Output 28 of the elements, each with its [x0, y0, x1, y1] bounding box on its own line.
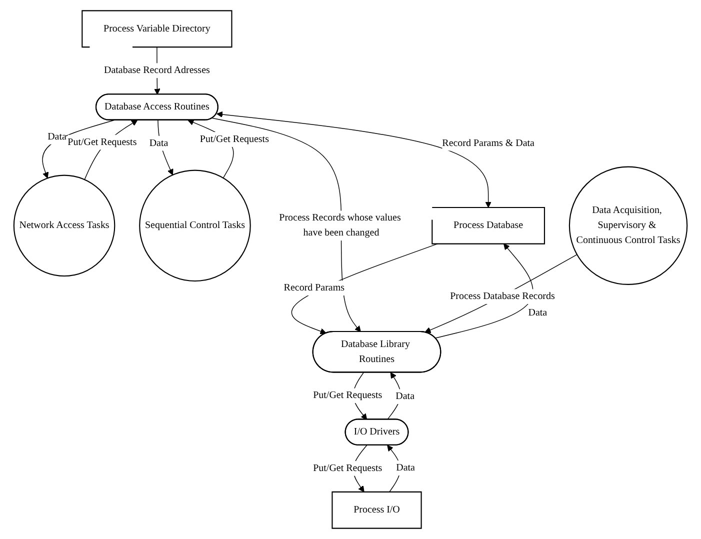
arrow	[424, 254, 578, 334]
edge-label: Database Record Adresses	[104, 65, 210, 76]
edge-label: Data	[396, 462, 415, 474]
node-circle: Network Access Tasks	[13, 174, 116, 277]
edge-label: Put/Get Requests	[313, 390, 382, 402]
edge-label: Record Params & Data	[442, 138, 534, 149]
edge-label: Data	[528, 308, 548, 318]
node-circle: Data Acquisition, Supervisory & Continuous Control Tasks	[568, 166, 688, 285]
node-box: Process I/O	[332, 491, 422, 529]
arrow	[387, 444, 401, 492]
node-box: Process Database	[432, 206, 546, 244]
node-circle: Sequential Control Tasks	[139, 170, 251, 282]
arrow	[42, 120, 115, 178]
node-box: Process Variable Directory	[82, 10, 232, 48]
arrow	[158, 120, 174, 176]
edge-label: Process Database Records	[450, 291, 555, 302]
arrow	[434, 244, 534, 338]
edge-label: Process Records whose values have been changed	[279, 212, 401, 238]
edge-label: Data	[396, 391, 415, 402]
edge-label: Put/Get Requests	[313, 463, 382, 474]
arrow	[216, 111, 492, 208]
arrow	[387, 372, 401, 420]
edge-label: Put/Get Requests	[200, 134, 269, 145]
edge-label: Data	[48, 132, 66, 142]
edge-label: Put/Get Requests	[68, 136, 137, 148]
arrow	[212, 118, 361, 332]
edge-label: Data	[149, 138, 168, 149]
edge-label: Record Params	[284, 282, 345, 294]
